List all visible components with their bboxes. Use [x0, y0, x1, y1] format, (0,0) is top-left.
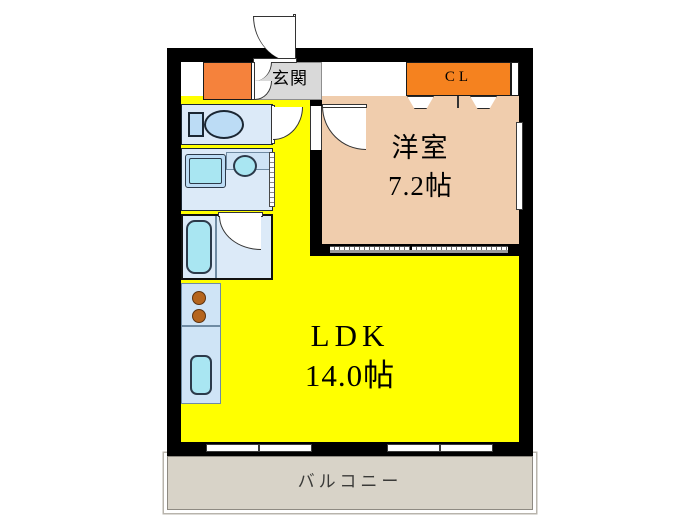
room-label-ldk-name: LDK	[310, 318, 390, 353]
room-label-western-size: 7.2帖	[388, 171, 453, 201]
room-label-balcony: バルコニー	[297, 472, 403, 491]
wall-right	[519, 48, 533, 456]
sink-icon	[190, 355, 212, 395]
entrance-door-swing[interactable]	[253, 16, 295, 62]
toilet-icon	[204, 110, 244, 139]
balcony-window-left-a[interactable]	[206, 444, 259, 452]
balcony-window-right-b[interactable]	[440, 444, 493, 452]
room-balcony	[167, 456, 533, 510]
washroom-sliding-door[interactable]	[269, 152, 275, 207]
entrance-threshold	[253, 58, 297, 63]
toilet-tank	[188, 112, 204, 137]
closet-door-divider	[457, 96, 459, 108]
wall-top	[167, 48, 533, 62]
bathtub-icon	[186, 220, 212, 274]
washbasin-icon	[233, 155, 257, 177]
door-western-room-leaf[interactable]	[322, 104, 367, 108]
door-western-room-frame	[310, 106, 322, 150]
bathroom-divider	[215, 216, 217, 278]
balcony-window-right-a[interactable]	[387, 444, 440, 452]
wall-left	[167, 48, 181, 456]
room-label-genkan: 玄関	[272, 69, 308, 88]
closet-cl[interactable]	[406, 62, 511, 96]
shoe-cabinet[interactable]	[203, 62, 252, 100]
closet-side-panel	[511, 62, 519, 96]
window-western-room	[516, 122, 523, 210]
room-label-western-name: 洋室	[391, 133, 450, 163]
stove-burner-1	[192, 291, 206, 305]
closet-label: CL	[444, 69, 473, 85]
stove-burner-2	[192, 309, 206, 323]
washing-machine-inner	[189, 158, 222, 184]
sliding-door-track	[330, 250, 508, 253]
room-label-ldk-size: 14.0帖	[304, 358, 396, 393]
balcony-window-left-b[interactable]	[259, 444, 312, 452]
